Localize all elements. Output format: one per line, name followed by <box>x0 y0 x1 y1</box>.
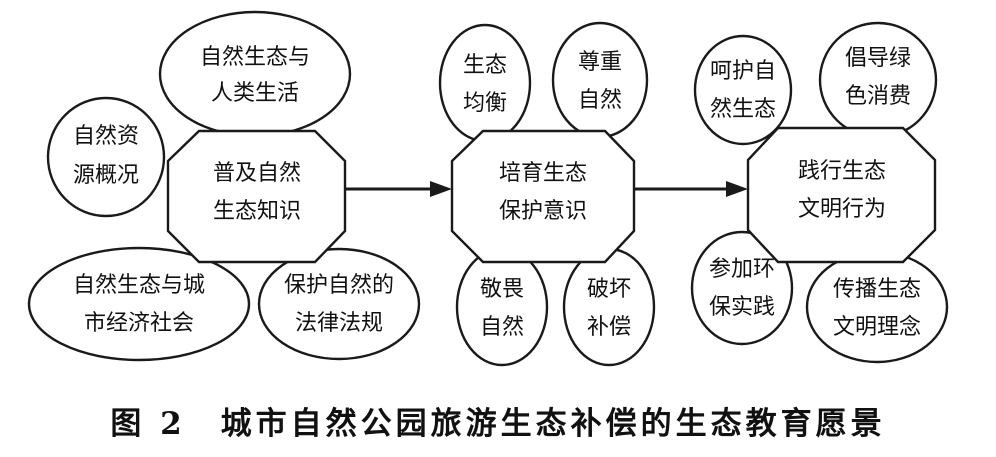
svg-text:倡导绿: 倡导绿 <box>845 46 911 71</box>
hub-cultivate-awareness: 培育生态 保护意识 <box>450 129 636 264</box>
svg-text:培育生态: 培育生态 <box>499 161 587 186</box>
bubble-nature-and-urban-economy: 自然生态与城 市经济社会 <box>27 246 251 362</box>
svg-text:人类生活: 人类生活 <box>211 81 299 106</box>
svg-text:自然资: 自然资 <box>73 124 139 149</box>
svg-text:自然生态与城: 自然生态与城 <box>73 273 205 298</box>
svg-text:自然: 自然 <box>578 88 622 113</box>
svg-text:市经济社会: 市经济社会 <box>84 311 194 336</box>
bubble-damage-compensation: 破坏 补偿 <box>562 247 656 367</box>
bubble-green-consumption: 倡导绿 色消费 <box>818 21 938 139</box>
bubble-environmental-practice: 参加环 保实践 <box>690 230 794 346</box>
bubble-ecological-balance: 生态 均衡 <box>438 23 532 143</box>
bubble-care-for-ecology: 呵护自 然生态 <box>693 34 793 146</box>
svg-text:呵护自: 呵护自 <box>710 59 776 84</box>
svg-text:传播生态: 传播生态 <box>833 277 921 302</box>
svg-text:保护意识: 保护意识 <box>499 199 587 224</box>
svg-text:践行生态: 践行生态 <box>798 159 886 184</box>
bubble-respect-nature: 尊重 自然 <box>551 21 649 139</box>
bubble-revere-nature: 敬畏 自然 <box>455 247 549 367</box>
svg-text:普及自然: 普及自然 <box>213 161 301 186</box>
svg-text:文明理念: 文明理念 <box>833 315 921 340</box>
flow-arrow-2 <box>634 181 748 197</box>
svg-text:破坏: 破坏 <box>587 277 631 302</box>
bubble-nature-protection-laws: 保护自然的 法律法规 <box>257 247 421 361</box>
svg-text:保护自然的: 保护自然的 <box>284 273 394 298</box>
flow-arrow-1 <box>345 181 452 197</box>
svg-text:补偿: 补偿 <box>587 315 631 340</box>
figure-caption: 图 2 城市自然公园旅游生态补偿的生态教育愿景 <box>110 406 886 442</box>
hub-practice-behavior: 践行生态 文明行为 <box>746 126 937 264</box>
svg-text:参加环: 参加环 <box>709 257 775 282</box>
svg-text:色消费: 色消费 <box>845 84 911 109</box>
svg-text:自然: 自然 <box>480 315 524 340</box>
svg-text:源概况: 源概况 <box>73 163 139 188</box>
svg-text:均衡: 均衡 <box>463 91 507 116</box>
svg-text:自然生态与: 自然生态与 <box>200 45 310 70</box>
hub-popularize-knowledge: 普及自然 生态知识 <box>166 129 347 264</box>
svg-text:生态知识: 生态知识 <box>213 199 301 224</box>
svg-text:文明行为: 文明行为 <box>798 197 886 222</box>
svg-text:生态: 生态 <box>463 53 507 78</box>
bubble-nature-and-human-life: 自然生态与 人类生活 <box>158 10 352 138</box>
svg-text:法律法规: 法律法规 <box>295 311 383 336</box>
svg-text:敬畏: 敬畏 <box>480 277 524 302</box>
svg-text:保实践: 保实践 <box>709 295 775 320</box>
bubble-spread-civilization-ideas: 传播生态 文明理念 <box>805 250 949 364</box>
education-vision-diagram: 自然生态与 人类生活 自然资 源概况 自然生态与城 市经济社会 保护自然的 法律… <box>27 10 949 367</box>
svg-text:尊重: 尊重 <box>578 50 622 75</box>
svg-text:然生态: 然生态 <box>710 97 776 122</box>
bubble-natural-resources: 自然资 源概况 <box>46 96 166 218</box>
